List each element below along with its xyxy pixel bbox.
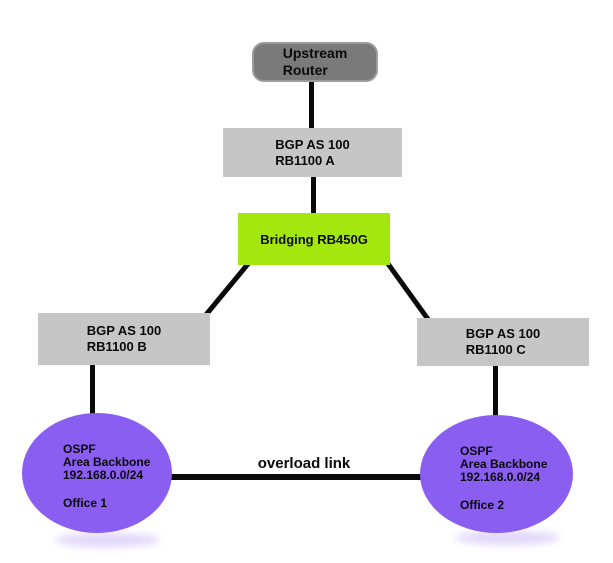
rb1100a-bgp-as-line: BGP AS 100 (275, 136, 350, 152)
upstream-router-label-line1: Upstream (282, 45, 348, 61)
office2-name-line: Office 2 (460, 498, 505, 512)
node-ospf-office1: OSPF Area Backbone 192.168.0.0/24 Office… (22, 413, 172, 533)
office2-area-line: Area Backbone (460, 457, 548, 471)
rb1100c-label: BGP AS 100 RB1100 C (466, 326, 540, 358)
node-rb1100-c: BGP AS 100 RB1100 C (417, 318, 589, 366)
upstream-router-label: Upstream Router (283, 45, 348, 79)
office2-shadow (455, 531, 560, 545)
rb1100b-bgp-as-line: BGP AS 100 (86, 323, 162, 338)
office2-label: OSPF Area Backbone 192.168.0.0/24 Office… (420, 415, 547, 512)
bridge-label: Bridging RB450G (260, 231, 368, 247)
rb1100a-label: BGP AS 100 RB1100 A (275, 137, 349, 169)
rb1100b-label: BGP AS 100 RB1100 B (87, 323, 161, 355)
node-bridging-rb450g: Bridging RB450G (238, 213, 390, 265)
rb1100a-name-line: RB1100 A (275, 152, 335, 168)
node-rb1100-a: BGP AS 100 RB1100 A (223, 128, 402, 177)
office1-area-line: Area Backbone (63, 455, 151, 469)
rb1100c-name-line: RB1100 C (465, 342, 526, 357)
office1-shadow (55, 533, 160, 547)
node-upstream-router: Upstream Router (252, 42, 378, 82)
office1-ospf-line: OSPF (63, 442, 96, 456)
office2-subnet-line: 192.168.0.0/24 (460, 470, 541, 484)
office2-ospf-line: OSPF (460, 444, 493, 458)
office1-label: OSPF Area Backbone 192.168.0.0/24 Office… (22, 413, 150, 510)
office1-name-line: Office 1 (63, 496, 108, 510)
rb1100b-name-line: RB1100 B (86, 339, 147, 354)
node-ospf-office2: OSPF Area Backbone 192.168.0.0/24 Office… (420, 415, 573, 533)
node-rb1100-b: BGP AS 100 RB1100 B (38, 313, 210, 365)
overload-link-label: overload link (257, 455, 351, 472)
rb1100c-bgp-as-line: BGP AS 100 (465, 326, 541, 341)
upstream-router-label-line2: Router (282, 62, 328, 78)
office1-subnet-line: 192.168.0.0/24 (63, 468, 144, 482)
